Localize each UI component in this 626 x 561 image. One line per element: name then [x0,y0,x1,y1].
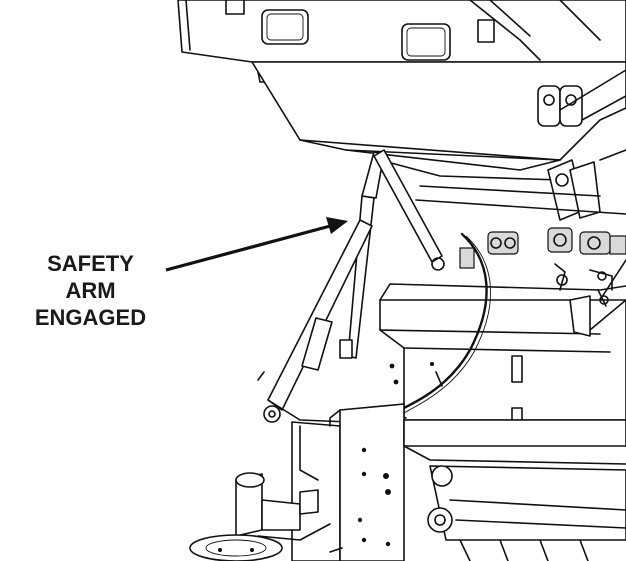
main-frame [379,259,626,421]
motor-assembly [189,472,343,561]
safety-arm-callout-label: SAFETY ARM ENGAGED [18,250,163,331]
callout-line-1: SAFETY [47,251,134,276]
hydraulic-valves [459,227,626,307]
callout-line-3: ENGAGED [34,305,147,330]
lower-housing [291,403,626,561]
callout-arrow [165,217,348,272]
left-frame [257,219,373,423]
raised-hopper [177,0,626,181]
lift-linkage [415,149,626,221]
callout-line-2: ARM [65,278,116,303]
